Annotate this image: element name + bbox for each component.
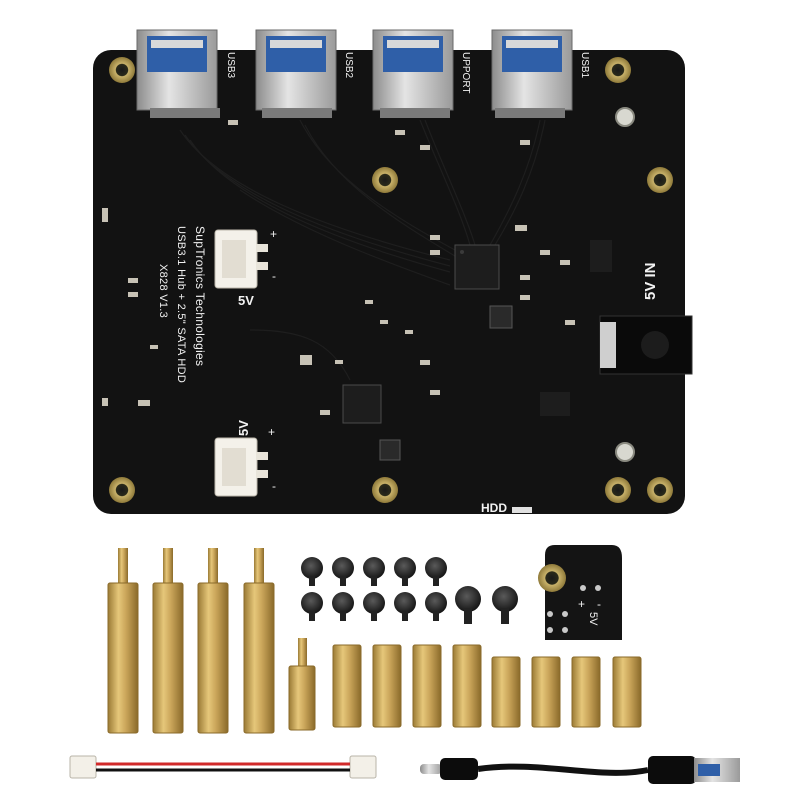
usb-port-4: USB1 [491,29,590,118]
inductor [489,305,513,329]
pcb [93,50,685,514]
long-standoff [197,548,229,734]
hex-spacers [332,644,482,728]
minus-sign: - [272,269,276,283]
model-text: X828 V1.3 [157,264,169,318]
long-standoff [243,548,275,734]
long-standoffs [107,548,275,734]
adapter-minus: - [597,597,601,611]
hub-board: USB3 USB2 UPPORT USB1 SupTronics Technol… [93,29,693,515]
hex-nut [491,656,521,728]
jst-cable [69,755,377,779]
description-text: USB3.1 Hub + 2.5" SATA HDD [175,226,187,383]
usb-port-1: USB3 [136,29,236,118]
dc-power-jack: 5V IN [599,262,693,375]
brand-text: SupTronics Technologies [193,226,207,366]
power-adapter-board: + - 5V [538,545,622,640]
mounting-hole [605,57,631,83]
screw [332,557,354,586]
hex-spacer [372,644,402,728]
adapter-plus: + [578,597,585,611]
sata-bridge-chip [342,384,382,424]
usb-hub-chip [454,244,500,290]
power-connector-lower: 5V + - [214,420,276,497]
usb-label: USB3 [225,52,236,79]
mounting-hole [372,477,398,503]
minus-sign: - [272,479,276,493]
usb-port-2: USB2 [255,29,354,118]
mounting-hole [109,57,135,83]
large-screw [492,586,518,624]
large-screw [455,586,481,624]
screw [394,557,416,586]
smd-components [102,120,612,513]
long-standoff [107,548,139,734]
mounting-holes [109,57,673,503]
hex-spacer [452,644,482,728]
screw [363,592,385,621]
hex-nut [571,656,601,728]
screw [332,592,354,621]
usb-port-upport: UPPORT [372,29,471,118]
usb-label: USB1 [579,52,590,79]
plus-sign: + [270,227,277,241]
inductor [379,439,401,461]
hex-spacer [332,644,362,728]
screw [425,557,447,586]
screw [301,592,323,621]
hex-nut [531,656,561,728]
connector-label: 5V [238,293,254,308]
screw [363,557,385,586]
screw [301,557,323,586]
hex-nut [612,656,642,728]
mounting-hole [538,564,566,592]
hex-nuts [491,656,642,728]
power-in-label: 5V IN [642,262,659,300]
power-connector-upper: 5V + - [214,227,277,308]
usb-c-cable [420,756,740,784]
screws [301,557,518,624]
screw [394,592,416,621]
hex-spacer [412,644,442,728]
mounting-hole [372,167,398,193]
usb-label: USB2 [343,52,354,79]
silkscreen-text: SupTronics Technologies USB3.1 Hub + 2.5… [157,226,207,383]
mounting-hole [647,167,673,193]
short-standoff [288,638,316,731]
via-pad [615,107,635,127]
via-pad [615,442,635,462]
mounting-hole [605,477,631,503]
mounting-hole [647,477,673,503]
screw [425,592,447,621]
usb-label: UPPORT [460,52,471,94]
plus-sign: + [268,425,275,439]
connector-label: 5V [236,420,251,436]
adapter-voltage-label: 5V [587,612,599,626]
hdd-label: HDD [481,501,507,515]
mounting-hole [109,477,135,503]
long-standoff [152,548,184,734]
